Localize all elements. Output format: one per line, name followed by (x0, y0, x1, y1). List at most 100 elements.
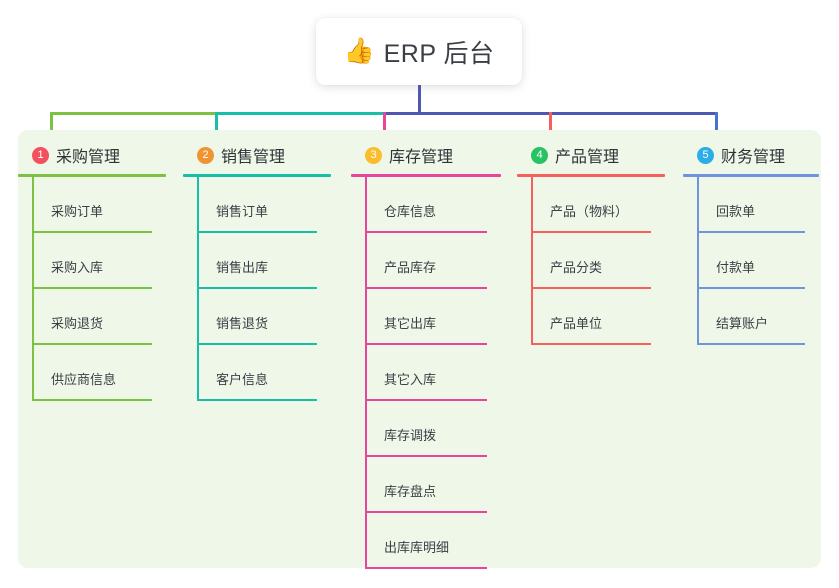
branch-item-rule (531, 287, 651, 289)
branch-item[interactable]: 采购订单 (18, 177, 166, 233)
branch-item-label: 其它入库 (384, 372, 437, 387)
branch-item[interactable]: 仓库信息 (351, 177, 501, 233)
branch-item-list-3: 仓库信息产品库存其它出库其它入库库存调拨库存盘点出库库明细 (351, 177, 501, 569)
branch-item-rule (32, 231, 152, 233)
branch-item[interactable]: 结算账户 (683, 289, 819, 345)
branch-item-rule (32, 343, 152, 345)
connector-bus-segment-4 (549, 112, 718, 115)
root-node[interactable]: 👍 ERP 后台 (316, 18, 522, 85)
branch-title: 销售管理 (221, 149, 286, 166)
branch-item[interactable]: 库存盘点 (351, 457, 501, 513)
branch-item-rule (197, 343, 317, 345)
branch-item-list-1: 采购订单采购入库采购退货供应商信息 (18, 177, 166, 401)
connector-trunk (418, 85, 421, 115)
branch-header-rule (18, 174, 166, 177)
thumbs-up-icon: 👍 (343, 37, 375, 65)
branch-item[interactable]: 付款单 (683, 233, 819, 289)
branch-column-4: 4 产品管理产品（物料） 产品分类产品单位 (517, 143, 665, 345)
branch-item-rule (365, 567, 487, 569)
branch-item-list-2: 销售订单销售出库销售退货客户信息 (183, 177, 331, 401)
branch-number-badge: 3 (365, 146, 382, 164)
branch-item-rule (697, 343, 805, 345)
branch-item-rule (365, 511, 487, 513)
branch-item-label: 销售订单 (216, 204, 269, 219)
branch-item-rule (365, 455, 487, 457)
branch-item-label: 采购订单 (51, 204, 104, 219)
branch-item-rule (365, 399, 487, 401)
branch-title: 产品管理 (555, 149, 620, 166)
branch-item-label: 采购退货 (51, 316, 104, 331)
branch-item-label: 出库库明细 (384, 540, 450, 555)
branch-item[interactable]: 采购退货 (18, 289, 166, 345)
branch-item-label: 销售出库 (216, 260, 269, 275)
branch-column-1: 1 采购管理采购订单采购入库采购退货供应商信息 (18, 143, 166, 401)
branch-item[interactable]: 供应商信息 (18, 345, 166, 401)
branch-item-label: 客户信息 (216, 372, 269, 387)
branch-item-label: 库存调拨 (384, 428, 437, 443)
branch-item[interactable]: 客户信息 (183, 345, 331, 401)
branch-header-1[interactable]: 1 采购管理 (18, 143, 166, 167)
branch-item-rule (197, 399, 317, 401)
branch-item-rule (32, 287, 152, 289)
branch-column-2: 2 销售管理销售订单销售出库销售退货客户信息 (183, 143, 331, 401)
branch-title: 采购管理 (56, 149, 121, 166)
connector-drop-3 (383, 112, 386, 144)
branch-number-badge: 4 (531, 146, 548, 164)
branches-panel (18, 130, 821, 568)
branch-number-badge: 5 (697, 146, 714, 164)
branch-item-rule (197, 231, 317, 233)
branch-item-label: 供应商信息 (51, 372, 117, 387)
branch-header-5[interactable]: 5 财务管理 (683, 143, 819, 167)
branch-item-label: 仓库信息 (384, 204, 437, 219)
branch-item[interactable]: 产品单位 (517, 289, 665, 345)
branch-item-label: 结算账户 (716, 316, 769, 331)
branch-item-label: 付款单 (716, 260, 756, 275)
branch-item-label: 库存盘点 (384, 484, 437, 499)
branch-item-rule (531, 231, 651, 233)
branch-item[interactable]: 销售出库 (183, 233, 331, 289)
connector-drop-5 (715, 112, 718, 144)
branch-item[interactable]: 出库库明细 (351, 513, 501, 569)
branch-item[interactable]: 其它入库 (351, 345, 501, 401)
branch-item[interactable]: 回款单 (683, 177, 819, 233)
branch-spine (197, 177, 199, 401)
branch-item-label: 销售退货 (216, 316, 269, 331)
connector-drop-2 (215, 112, 218, 144)
branch-item-label: 其它出库 (384, 316, 437, 331)
branch-item-label: 采购入库 (51, 260, 104, 275)
branch-item-label: 产品（物料） (550, 204, 629, 219)
branch-item-label: 回款单 (716, 204, 756, 219)
branch-header-rule (683, 174, 819, 177)
branch-item[interactable]: 产品（物料） (517, 177, 665, 233)
branch-spine (365, 177, 367, 569)
connector-bus-segment-1 (50, 112, 218, 115)
branch-number-badge: 2 (197, 146, 214, 164)
branch-item[interactable]: 产品分类 (517, 233, 665, 289)
branch-item[interactable]: 采购入库 (18, 233, 166, 289)
branch-header-3[interactable]: 3 库存管理 (351, 143, 501, 167)
connector-bus-segment-3 (383, 112, 552, 115)
branch-item-rule (697, 231, 805, 233)
branch-header-4[interactable]: 4 产品管理 (517, 143, 665, 167)
connector-drop-4 (549, 112, 552, 144)
branch-column-5: 5 财务管理回款单付款单结算账户 (683, 143, 819, 345)
branch-item-rule (697, 287, 805, 289)
branch-item-rule (32, 399, 152, 401)
branch-item[interactable]: 其它出库 (351, 289, 501, 345)
branch-item-rule (365, 343, 487, 345)
branch-title: 财务管理 (721, 149, 786, 166)
branch-item[interactable]: 销售订单 (183, 177, 331, 233)
branch-item-rule (365, 231, 487, 233)
branch-column-3: 3 库存管理仓库信息产品库存其它出库其它入库库存调拨库存盘点出库库明细 (351, 143, 501, 569)
branch-item-label: 产品库存 (384, 260, 437, 275)
branch-number-badge: 1 (32, 146, 49, 164)
branch-item[interactable]: 库存调拨 (351, 401, 501, 457)
branch-item-label: 产品单位 (550, 316, 603, 331)
branch-item[interactable]: 产品库存 (351, 233, 501, 289)
branch-header-rule (183, 174, 331, 177)
branch-title: 库存管理 (389, 149, 454, 166)
root-title: ERP 后台 (383, 39, 495, 68)
branch-item[interactable]: 销售退货 (183, 289, 331, 345)
branch-header-2[interactable]: 2 销售管理 (183, 143, 331, 167)
branch-header-rule (351, 174, 501, 177)
